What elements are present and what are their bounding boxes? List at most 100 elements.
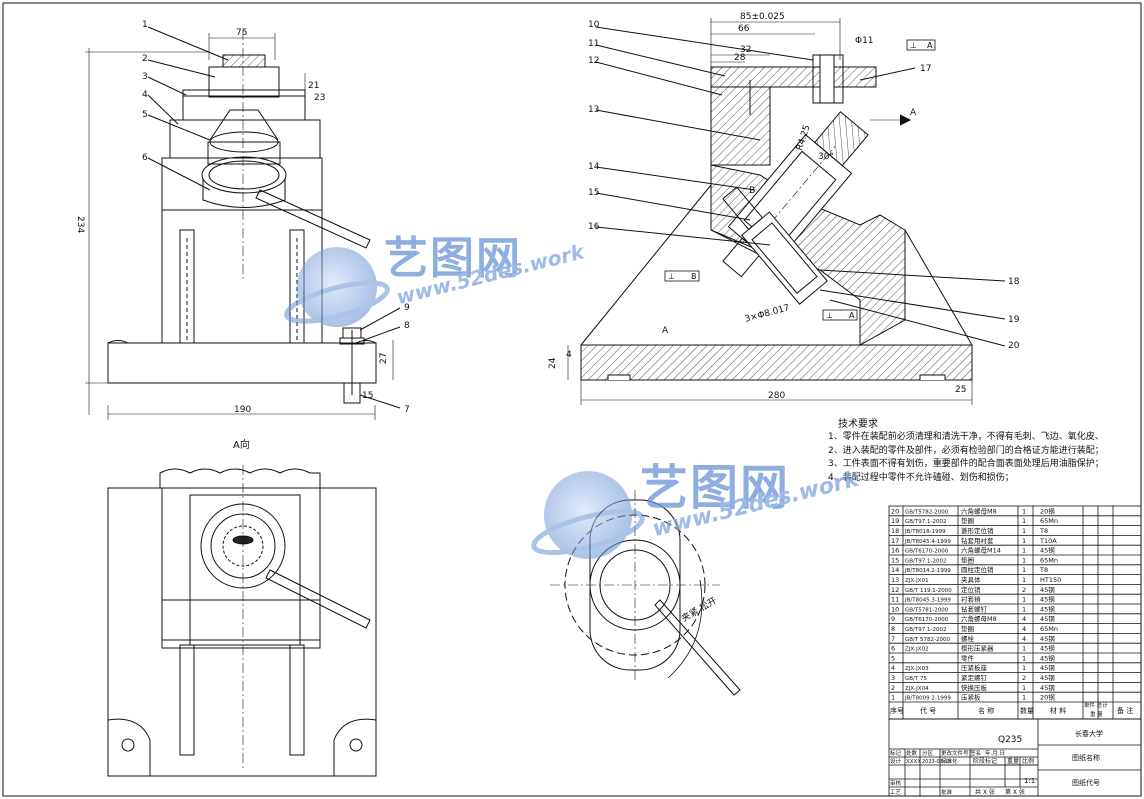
circular-detail-view (550, 490, 741, 696)
dim-tolerance: 85±0.025 (740, 12, 785, 22)
bom-cell-qty: 1 (1022, 507, 1026, 515)
tb-label-change: 更改文件号 (941, 749, 969, 757)
bom-cell-mat: 45钢 (1040, 605, 1055, 613)
bom-cell-qty: 2 (1022, 674, 1026, 682)
svg-text:名 称: 名 称 (978, 706, 994, 715)
bom-cell-qty: 1 (1022, 596, 1026, 604)
bom-cell-std: JB/T8009 2-1999 (904, 696, 951, 702)
bom-cell-name: 楔形压紧器 (961, 644, 994, 653)
bom-cell-mat: 20钢 (1040, 507, 1055, 515)
bom-cell-mat: 20钢 (1040, 694, 1055, 702)
bom-cell-qty: 1 (1022, 547, 1026, 555)
svg-text:单件 总计: 单件 总计 (1084, 701, 1108, 709)
bom-cell-no: 20 (891, 507, 899, 515)
part-ref-3: 3 (142, 72, 148, 82)
bom-cell-qty: 1 (1022, 576, 1026, 584)
front-view-labels: 75 21 23 234 27 15 190 1 2 3 4 5 6 9 8 7 (75, 20, 410, 415)
part-ref-2: 2 (142, 54, 148, 64)
bom-cell-qty: 1 (1022, 684, 1026, 692)
bom-cell-mat: 45钢 (1040, 586, 1055, 594)
bom-cell-std: JB/T8045.4-1999 (904, 539, 951, 545)
scale: 1:1 (1024, 777, 1035, 785)
bom-cell-mat: 45钢 (1040, 615, 1055, 623)
bom-cell-mat: 65Mn (1040, 517, 1058, 525)
bom-cell-no: 10 (891, 605, 899, 613)
material: Q235 (998, 735, 1022, 745)
bom-cell-name: 六角螺母M8 (961, 614, 997, 623)
svg-text:备 注: 备 注 (1117, 706, 1133, 715)
bom-cell-no: 17 (891, 537, 899, 545)
svg-text:A: A (849, 311, 855, 320)
bom-cell-qty: 1 (1022, 645, 1026, 653)
side-view (567, 18, 1006, 405)
tb-date: 2023-03-15 (922, 759, 951, 765)
watermark-2: 艺图网 www.52des.work (640, 448, 862, 543)
tb-label-date: 年.月.日 (985, 749, 1005, 757)
dim-28: 28 (734, 53, 746, 63)
drawing-name: 图纸名称 (1072, 753, 1100, 762)
drawing-code: 图纸代号 (1072, 778, 1100, 787)
bom-cell-qty: 1 (1022, 527, 1026, 535)
bom-cell-no: 1 (891, 694, 895, 702)
bom-cell-std: JB/T8014.2-1999 (904, 568, 951, 574)
bom-cell-name: 压紧板座 (961, 663, 988, 672)
bom-cell-mat: 45钢 (1040, 635, 1055, 643)
tech-req-4: 4、装配过程中零件不允许磕碰、划伤和损伤； (828, 472, 1014, 483)
dim-thread: 3×Φ8.017 (744, 303, 791, 325)
svg-text:A: A (927, 41, 933, 50)
bom-cell-no: 16 (891, 547, 899, 555)
school: 长春大学 (1075, 729, 1103, 738)
part-ref-14: 14 (588, 162, 600, 172)
bom-cell-std: ZJX-JX03 (905, 666, 929, 672)
svg-text:序号: 序号 (890, 706, 904, 715)
bom-cell-qty: 1 (1022, 556, 1026, 564)
sheets-b: 第 X 张 (1005, 788, 1025, 796)
bom-cell-mat: 45钢 (1040, 684, 1055, 692)
bom-cell-std: GB/T97.1-2002 (905, 519, 946, 525)
bom-cell-std: ZJX-JX01 (905, 578, 929, 584)
tb-label-mark: 标记 (890, 749, 902, 757)
tb-label-process: 工艺 (890, 789, 902, 796)
svg-text:⊥: ⊥ (910, 41, 917, 50)
bom-cell-mat: T8 (1039, 527, 1048, 535)
tb-label-approve: 批准 (941, 788, 953, 796)
tb-label-design: 设计 (890, 757, 902, 765)
part-ref-11: 11 (588, 39, 599, 49)
bom-cell-qty: 1 (1022, 654, 1026, 662)
bom-header: 序号 代 号 名 称 数量 材 料 单件 总计 重 量 备 注 (890, 701, 1133, 718)
tb-label-review: 审核 (890, 779, 902, 787)
sheets-a: 共 X 张 (975, 788, 995, 796)
bom-cell-qty: 1 (1022, 605, 1026, 613)
svg-text:材 料: 材 料 (1050, 706, 1066, 715)
bom-cell-qty: 4 (1022, 625, 1026, 633)
bom-cell-mat: T10A (1039, 537, 1057, 545)
tolerance-frame-3: ⊥ A (822, 309, 858, 321)
part-ref-16: 16 (588, 222, 600, 232)
front-view (85, 26, 401, 420)
view-a-label: A向 (233, 438, 250, 451)
tb-label-sign: 签名 (970, 749, 981, 757)
view-arrow-label: A (910, 108, 917, 118)
tech-req-1: 1、零件在装配前必须清理和清洗干净，不得有毛刺、飞边、氧化皮、 (828, 432, 1104, 442)
bom-cell-qty: 2 (1022, 586, 1026, 594)
bom-cell-mat: 65Mn (1040, 556, 1058, 564)
bom-cell-qty: 4 (1022, 615, 1026, 623)
svg-text:重 量: 重 量 (1090, 710, 1103, 718)
tb-designer: XXXX (906, 759, 921, 765)
part-ref-8: 8 (404, 321, 410, 331)
bom-cell-mat: 45钢 (1040, 674, 1055, 682)
dim-right-b: 23 (314, 93, 325, 103)
dim-hole: Φ11 (855, 36, 874, 46)
bom-cell-name: 钻套螺钉 (961, 604, 988, 613)
datum-b: B (749, 186, 755, 196)
dim-base-right: 27 (379, 353, 389, 364)
svg-text:⊥: ⊥ (826, 311, 833, 320)
bom-cell-qty: 1 (1022, 517, 1026, 525)
part-ref-20: 20 (1008, 341, 1020, 351)
svg-text:代 号: 代 号 (920, 706, 936, 715)
bom-cell-name: 衬套销 (961, 595, 981, 604)
clamp-note: 夹紧 松开 (679, 595, 719, 625)
part-ref-13: 13 (588, 105, 599, 115)
part-ref-18: 18 (1008, 277, 1020, 287)
bom-cell-name: 垫圈 (961, 555, 974, 564)
